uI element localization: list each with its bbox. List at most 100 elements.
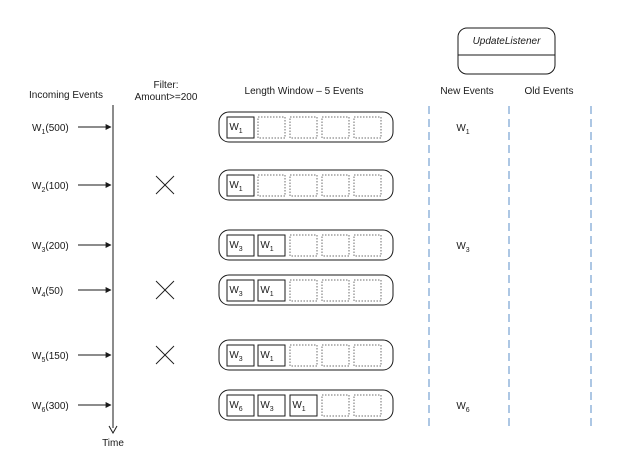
- length-window: W1: [218, 111, 394, 143]
- new-event-label-name: W: [456, 241, 466, 252]
- incoming-event-subscript: 4: [41, 292, 45, 299]
- update-listener-box: UpdateListener: [457, 27, 556, 75]
- window-slot-label: W3: [229, 240, 242, 253]
- incoming-event-amount: (300): [45, 401, 68, 412]
- window-slot-filled: [257, 394, 286, 417]
- window-slot-label-name: W: [229, 180, 239, 191]
- incoming-event-subscript: 2: [41, 187, 45, 194]
- window-slot-filled: [226, 116, 255, 139]
- incoming-event-name: W: [32, 401, 42, 412]
- incoming-event-amount: (150): [45, 351, 68, 362]
- window-slot-label: W3: [260, 400, 273, 413]
- new-event-label-name: W: [456, 123, 466, 134]
- new-event-label-subscript: 6: [466, 407, 470, 414]
- window-slot-label-name: W: [229, 285, 239, 296]
- new-event-label: W1: [456, 123, 469, 136]
- incoming-event-label: W2(100): [32, 181, 69, 194]
- filter-rejected-mark: [155, 280, 175, 300]
- window-slot-filled: [226, 394, 255, 417]
- window-slot-label: W1: [229, 180, 242, 193]
- incoming-event-subscript: 6: [41, 407, 45, 414]
- window-slot-label-subscript: 3: [239, 356, 243, 363]
- window-slot-empty: [321, 394, 350, 417]
- old-events-header: Old Events: [525, 86, 574, 97]
- filter-rejected-mark: [155, 345, 175, 365]
- window-slot-empty: [353, 344, 382, 367]
- new-event-label-subscript: 1: [466, 129, 470, 136]
- incoming-event-label: W1(500): [32, 123, 69, 136]
- window-slot-empty: [289, 116, 318, 139]
- window-slot-label-subscript: 1: [270, 291, 274, 298]
- window-slot-label-subscript: 1: [270, 246, 274, 253]
- window-slot-label-subscript: 3: [239, 291, 243, 298]
- window-slot-label: W1: [260, 350, 273, 363]
- window-slot-filled: [289, 394, 318, 417]
- window-slot-empty: [321, 344, 350, 367]
- incoming-event-subscript: 3: [41, 247, 45, 254]
- window-slot-label-subscript: 6: [239, 406, 243, 413]
- new-events-header: New Events: [440, 86, 493, 97]
- window-slot-label-name: W: [229, 400, 239, 411]
- new-event-label: W3: [456, 241, 469, 254]
- window-slot-empty: [321, 234, 350, 257]
- window-slot-label-name: W: [292, 400, 302, 411]
- incoming-event-label: W6(300): [32, 401, 69, 414]
- window-slot-empty: [321, 279, 350, 302]
- window-slot-label-subscript: 1: [239, 128, 243, 135]
- window-slot-empty: [321, 116, 350, 139]
- window-slot-label-subscript: 3: [270, 406, 274, 413]
- window-slot-filled: [257, 234, 286, 257]
- update-listener-label: UpdateListener: [473, 36, 541, 47]
- window-slot-label-name: W: [260, 285, 270, 296]
- length-window: W1: [218, 169, 394, 201]
- filter-header-line1: Filter:: [154, 80, 179, 91]
- window-slot-empty: [353, 174, 382, 197]
- window-slot-label-name: W: [229, 350, 239, 361]
- window-slot-empty: [289, 174, 318, 197]
- incoming-event-amount: (100): [45, 181, 68, 192]
- incoming-event-name: W: [32, 123, 42, 134]
- window-slot-label-name: W: [229, 240, 239, 251]
- window-slot-empty: [321, 174, 350, 197]
- window-slot-label: W1: [229, 122, 242, 135]
- new-event-label-name: W: [456, 401, 466, 412]
- window-slot-empty: [353, 394, 382, 417]
- incoming-events-header: Incoming Events: [29, 90, 103, 101]
- incoming-event-amount: (200): [45, 241, 68, 252]
- window-slot-label-name: W: [260, 240, 270, 251]
- window-slot-empty: [257, 116, 286, 139]
- window-slot-label-subscript: 3: [239, 246, 243, 253]
- window-slot-label: W1: [260, 285, 273, 298]
- window-slot-filled: [257, 279, 286, 302]
- incoming-event-label: W3(200): [32, 241, 69, 254]
- incoming-event-subscript: 5: [41, 357, 45, 364]
- new-event-label: W6: [456, 401, 469, 414]
- filter-rejected-mark: [155, 175, 175, 195]
- window-slot-label-subscript: 1: [302, 406, 306, 413]
- incoming-event-label: W4(50): [32, 286, 63, 299]
- window-slot-empty: [289, 279, 318, 302]
- window-slot-empty: [353, 234, 382, 257]
- incoming-event-subscript: 1: [41, 129, 45, 136]
- incoming-event-name: W: [32, 181, 42, 192]
- window-slot-empty: [289, 234, 318, 257]
- length-window-header: Length Window – 5 Events: [245, 86, 364, 97]
- new-event-label-subscript: 3: [466, 247, 470, 254]
- incoming-event-amount: (500): [45, 123, 68, 134]
- window-slot-label-name: W: [229, 122, 239, 133]
- window-slot-empty: [257, 174, 286, 197]
- window-slot-label: W3: [229, 350, 242, 363]
- window-slot-label-name: W: [260, 350, 270, 361]
- window-slot-empty: [289, 344, 318, 367]
- filter-header-line2: Amount>=200: [135, 92, 198, 103]
- window-slot-empty: [353, 279, 382, 302]
- window-slot-label-name: W: [260, 400, 270, 411]
- time-axis-label: Time: [102, 438, 124, 449]
